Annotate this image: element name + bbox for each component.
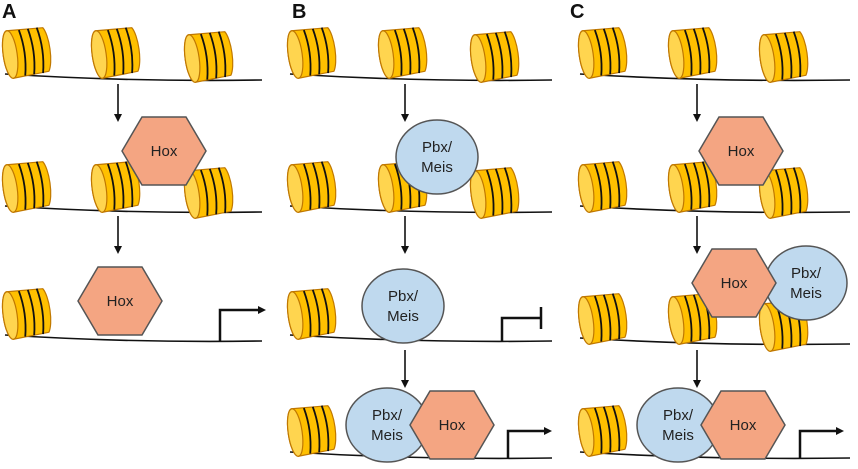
nucleosome-icon: [1, 161, 52, 213]
panel-letter-b: B: [292, 1, 306, 23]
dna-strand: [579, 205, 851, 214]
pbx-meis-oval: Pbx/ Meis: [395, 119, 479, 195]
nucleosome-icon: [286, 161, 337, 213]
nucleosome-icon: [577, 293, 628, 345]
nucleosome-icon: [183, 31, 234, 83]
transcription-arrow-icon: [798, 427, 844, 458]
nucleosome-layer: [1, 27, 809, 457]
nucleosome-icon: [469, 167, 520, 219]
nucleosome-icon: [577, 27, 628, 79]
pbx-label: Pbx/: [422, 139, 453, 156]
transcription-arrow-icon: [506, 427, 552, 458]
hox-label: Hox: [721, 275, 748, 292]
hox-hexagon: Hox: [77, 266, 163, 336]
hox-hexagon: Hox: [698, 116, 784, 186]
pbx-label: Pbx/: [372, 407, 403, 424]
hox-hexagon: Hox: [691, 248, 777, 318]
repression-bar-icon: [500, 316, 541, 341]
meis-label: Meis: [421, 159, 453, 176]
hox-hexagon: Hox: [700, 390, 786, 460]
dna-strand: [289, 334, 553, 343]
pbx-meis-oval: Pbx/ Meis: [764, 245, 848, 321]
hox-hexagon: Hox: [409, 390, 495, 460]
nucleosome-icon: [469, 31, 520, 83]
pbx-meis-oval: Pbx/ Meis: [636, 387, 720, 463]
hox-hexagon: Hox: [121, 116, 207, 186]
meis-label: Meis: [662, 427, 694, 444]
nucleosome-icon: [577, 405, 628, 457]
hox-label: Hox: [728, 143, 755, 160]
dna-strand: [289, 73, 553, 82]
pbx-layer: Pbx/ Meis Pbx/ Meis Pbx/ Meis Pbx/ Meis …: [345, 119, 848, 463]
pbx-label: Pbx/: [663, 407, 694, 424]
hox-label: Hox: [107, 293, 134, 310]
panel-letter-a: A: [2, 1, 16, 23]
pbx-meis-oval: Pbx/ Meis: [361, 268, 445, 344]
nucleosome-icon: [90, 27, 141, 79]
transcription-arrow-icon: [218, 306, 266, 341]
dna-strand: [579, 73, 851, 82]
meis-label: Meis: [790, 285, 822, 302]
nucleosome-icon: [1, 27, 52, 79]
meis-label: Meis: [371, 427, 403, 444]
nucleosome-icon: [758, 31, 809, 83]
pbx-label: Pbx/: [388, 288, 419, 305]
nucleosome-icon: [286, 27, 337, 79]
nucleosome-icon: [286, 405, 337, 457]
hox-label: Hox: [151, 143, 178, 160]
dna-strand: [4, 73, 263, 82]
nucleosome-icon: [667, 27, 718, 79]
nucleosome-icon: [667, 293, 718, 345]
hox-label: Hox: [730, 417, 757, 434]
panel-letter-c: C: [570, 1, 584, 23]
hox-layer: Hox Hox Hox Hox Hox Hox: [77, 116, 786, 460]
nucleosome-icon: [286, 288, 337, 340]
dna-strand: [289, 451, 553, 460]
nucleosome-icon: [577, 161, 628, 213]
nucleosome-icon: [1, 288, 52, 340]
pbx-meis-oval: Pbx/ Meis: [345, 387, 429, 463]
nucleosome-icon: [377, 27, 428, 79]
pbx-label: Pbx/: [791, 265, 822, 282]
dna-strand: [579, 451, 851, 460]
nucleosome-icon: [183, 167, 234, 219]
dna-strand: [4, 334, 263, 343]
hox-label: Hox: [439, 417, 466, 434]
arrow-layer: [114, 84, 701, 388]
meis-label: Meis: [387, 308, 419, 325]
dna-strand: [579, 337, 851, 346]
tss-layer: [218, 306, 844, 458]
